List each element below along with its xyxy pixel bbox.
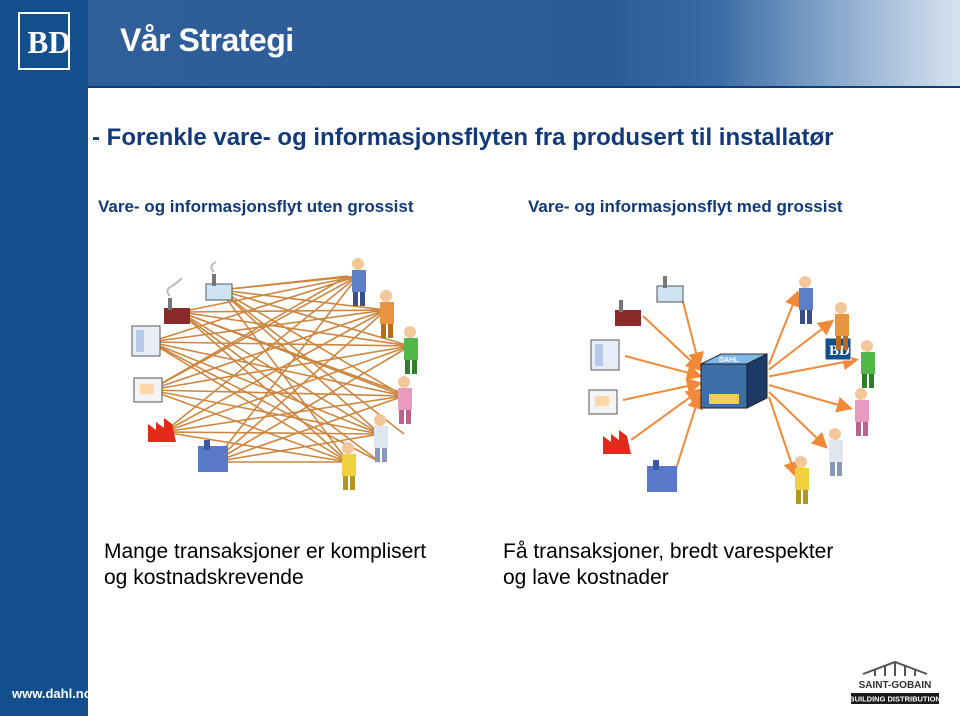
- bd-logo-text: BD: [27, 25, 68, 60]
- installer-icons: [795, 276, 875, 504]
- mesh-line: [149, 275, 359, 391]
- mesh-line: [179, 275, 359, 313]
- factory-icon: [205, 261, 233, 301]
- factory-icon: [590, 339, 620, 371]
- mesh-line: [213, 309, 387, 463]
- left-caption: Vare- og informasjonsflyt uten grossist: [98, 197, 414, 216]
- warehouse-label: DAHL: [719, 357, 739, 364]
- outbound-arrow: [768, 319, 835, 371]
- inbound-arrow: [630, 388, 703, 441]
- mesh-line: [149, 341, 411, 347]
- header-rule: [88, 86, 960, 88]
- mesh-line: [219, 289, 381, 435]
- inbound-arrow: [624, 355, 703, 381]
- mesh-line: [163, 275, 359, 433]
- mesh-line: [219, 275, 349, 291]
- partner-tagline: BUILDING DISTRIBUTION: [849, 695, 941, 704]
- outbound-arrow: [768, 354, 859, 378]
- right-caption: Vare- og informasjonsflyt med grossist: [528, 197, 843, 216]
- mesh-lines: [149, 275, 411, 463]
- warehouse-icon: DAHL: [700, 353, 768, 409]
- mesh-line: [179, 311, 381, 463]
- installer-icon: [795, 456, 809, 504]
- installer-icons: [342, 258, 418, 490]
- inbound-arrow: [622, 378, 703, 401]
- mesh-line: [149, 309, 387, 391]
- right-summary-line2: og lave kostnader: [503, 566, 669, 589]
- objective-heading: - Forenkle vare- og informasjonsflyten f…: [92, 124, 834, 151]
- factory-icon: [198, 440, 228, 472]
- installer-icon: [861, 340, 875, 388]
- factory-icon: [588, 389, 618, 415]
- installer-icon: [829, 428, 843, 476]
- bd-logo: BD: [18, 12, 70, 70]
- left-summary: Mange transaksjoner er komplisert og kos…: [104, 539, 504, 591]
- mesh-line: [149, 275, 349, 391]
- factory-icons: [588, 276, 684, 492]
- outbound-arrow: [768, 396, 799, 478]
- mesh-line: [213, 345, 411, 463]
- installer-icon: [835, 302, 849, 350]
- factory-icon: [603, 430, 631, 454]
- footer-url[interactable]: www.dahl.no: [12, 686, 92, 701]
- mesh-line: [219, 289, 405, 397]
- right-summary: Få transaksjoner, bredt varespekter og l…: [503, 539, 923, 591]
- mesh-line: [179, 311, 411, 397]
- installer-icon: [380, 290, 394, 338]
- mesh-line: [179, 311, 381, 435]
- outbound-arrow: [768, 384, 853, 413]
- outbound-arrow: [768, 290, 801, 365]
- mesh-line: [163, 431, 381, 435]
- left-sidebar: BD www.dahl.no: [0, 0, 92, 716]
- mesh-line: [213, 395, 405, 463]
- installer-icon: [404, 326, 418, 374]
- left-summary-line1: Mange transaksjoner er komplisert: [104, 540, 427, 563]
- mesh-line: [213, 275, 359, 463]
- mesh-network-diagram: [131, 258, 418, 490]
- installer-icon: [374, 414, 388, 462]
- mesh-line: [149, 341, 381, 435]
- mesh-line: [179, 309, 387, 313]
- left-summary-line2: og kostnadskrevende: [104, 566, 304, 589]
- mesh-line: [163, 345, 411, 433]
- installer-icon: [342, 442, 356, 490]
- factory-icon: [148, 418, 176, 442]
- saint-gobain-logo: SAINT-GOBAIN BUILDING DISTRIBUTION: [849, 660, 941, 704]
- factory-icons: [131, 261, 233, 472]
- factory-icon: [164, 277, 190, 324]
- factory-icon: [615, 300, 641, 326]
- installer-icon: [799, 276, 813, 324]
- mesh-line: [149, 341, 381, 463]
- hub-arrows: [622, 290, 859, 478]
- mesh-line: [213, 433, 381, 463]
- inbound-arrow: [674, 392, 703, 473]
- factory-icon: [656, 276, 684, 303]
- outbound-arrow: [768, 391, 828, 449]
- page-title: Vår Strategi: [120, 22, 294, 58]
- installer-icon: [855, 388, 869, 436]
- mesh-line: [219, 289, 387, 311]
- hub-network-diagram: DAHL BD: [588, 276, 875, 504]
- installer-icon: [352, 258, 366, 306]
- inbound-arrow: [642, 315, 702, 372]
- partner-name: SAINT-GOBAIN: [859, 680, 932, 691]
- mesh-line: [149, 275, 359, 343]
- mesh-line: [179, 311, 411, 347]
- factory-icon: [131, 325, 161, 357]
- factory-icon: [647, 460, 677, 492]
- right-summary-line1: Få transaksjoner, bredt varespekter: [503, 540, 834, 563]
- installer-icon: [398, 376, 412, 424]
- mesh-line: [149, 389, 349, 463]
- header-band: [88, 0, 960, 88]
- mesh-line: [163, 309, 387, 433]
- mesh-line: [219, 289, 411, 347]
- mesh-line: [219, 289, 405, 435]
- mesh-line: [149, 389, 381, 435]
- inbound-arrow: [680, 293, 704, 369]
- factory-icon: [133, 377, 163, 403]
